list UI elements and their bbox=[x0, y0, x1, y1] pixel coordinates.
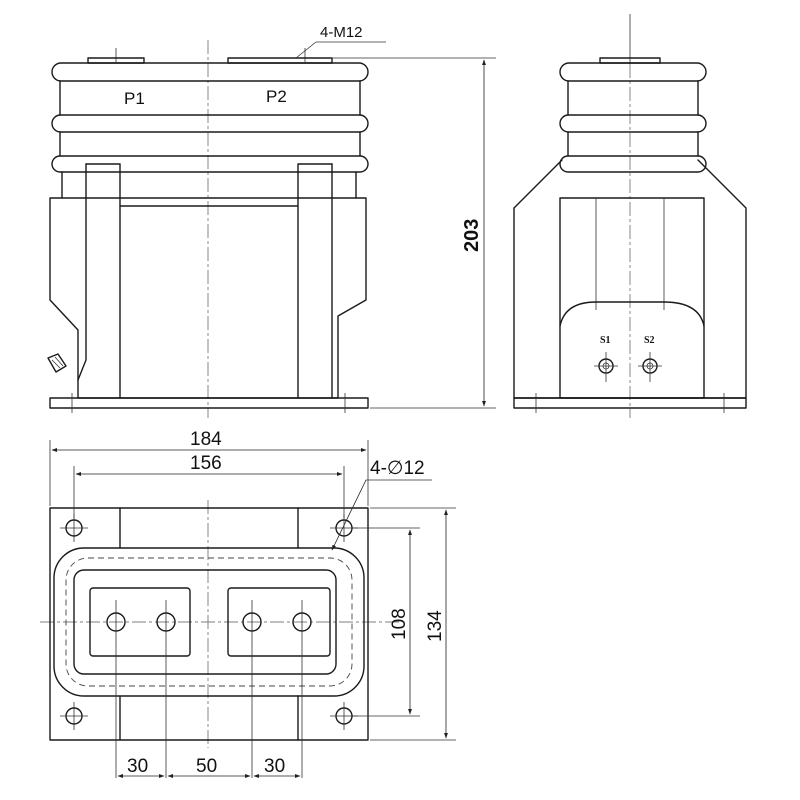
side-front-panel bbox=[559, 197, 705, 399]
bottom-dim-right: 30 bbox=[264, 756, 285, 777]
hole-spacing-dim: 156 bbox=[190, 453, 222, 474]
primary-pad-right bbox=[227, 587, 331, 657]
terminal-label-p2: P2 bbox=[266, 87, 287, 106]
terminal-hole-icon bbox=[242, 600, 262, 778]
secondary-terminal-s2-icon bbox=[638, 352, 662, 382]
bottom-dim-middle: 50 bbox=[196, 756, 217, 777]
plan-base-outline bbox=[49, 507, 369, 741]
side-view: S1 S2 bbox=[513, 14, 747, 418]
side-ring-2 bbox=[559, 155, 707, 173]
side-top-cap bbox=[559, 62, 707, 82]
thread-callout: 4-M12 bbox=[320, 24, 363, 41]
overall-width-dim: 184 bbox=[190, 429, 222, 450]
thread-leader bbox=[295, 41, 317, 59]
terminal-hole-icon bbox=[106, 600, 126, 778]
mounting-hole-icon bbox=[60, 514, 88, 542]
top-cap bbox=[51, 62, 369, 82]
secondary-terminal-s1-icon bbox=[594, 352, 618, 382]
grounding-bolt-icon bbox=[47, 353, 67, 373]
terminal-pad-p2 bbox=[227, 57, 333, 64]
hole-callout-leader bbox=[331, 479, 367, 551]
hole-pitch-height-dim: 108 bbox=[389, 608, 410, 640]
side-base-plate bbox=[513, 397, 747, 409]
insulator-ring-2 bbox=[51, 155, 369, 173]
height-dim-text: 203 bbox=[461, 219, 483, 252]
secondary-label-s2: S2 bbox=[644, 335, 655, 346]
mounting-hole-icon bbox=[60, 702, 88, 730]
clamp-left bbox=[85, 163, 121, 399]
base-plate bbox=[49, 397, 369, 409]
plan-view: 184 156 4-∅12 108 134 30 50 30 bbox=[40, 429, 456, 778]
secondary-label-s1: S1 bbox=[600, 335, 611, 346]
overall-height-dim: 134 bbox=[425, 610, 446, 642]
clamp-right bbox=[297, 163, 333, 399]
insulator-ring-1 bbox=[51, 114, 369, 133]
plan-body-inner bbox=[73, 569, 337, 675]
plan-body-hidden bbox=[65, 557, 353, 687]
side-ring-1 bbox=[559, 114, 707, 133]
primary-pad-left bbox=[89, 587, 191, 657]
front-view: P1 P2 4-M12 203 bbox=[47, 24, 496, 418]
hole-callout: 4-∅12 bbox=[370, 458, 425, 479]
terminal-box-hood bbox=[559, 301, 705, 327]
terminal-hole-icon bbox=[292, 600, 312, 778]
bottom-dim-left: 30 bbox=[127, 756, 148, 777]
plan-body-outer bbox=[53, 547, 365, 697]
terminal-hole-icon bbox=[156, 600, 176, 778]
terminal-label-p1: P1 bbox=[124, 89, 145, 108]
